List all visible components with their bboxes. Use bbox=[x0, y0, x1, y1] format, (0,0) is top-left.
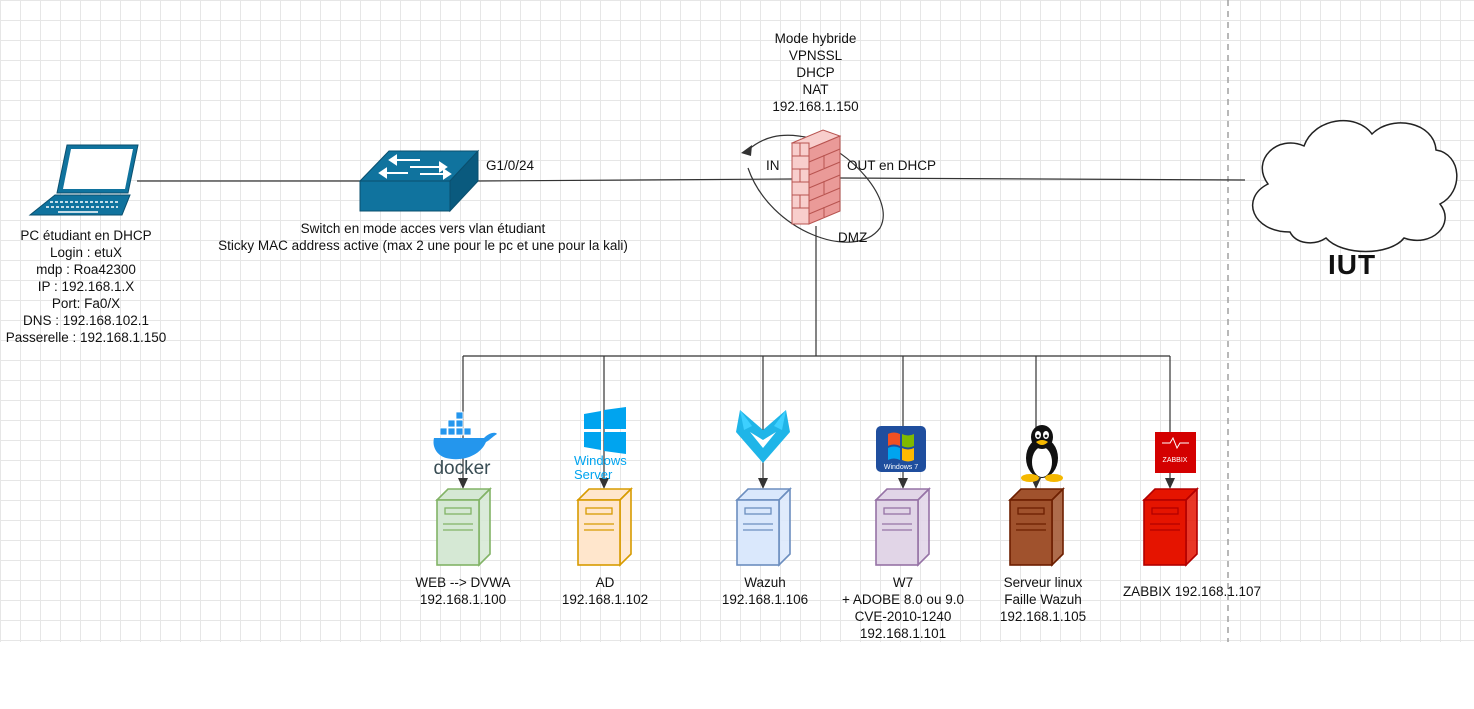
docker-logo-text: docker bbox=[433, 458, 491, 479]
firewall-mode: Mode hybride bbox=[774, 31, 857, 46]
firewall-vpn: VPNSSL bbox=[788, 48, 843, 63]
switch-label: Switch en mode acces vers vlan étudiant … bbox=[190, 220, 656, 254]
pc-ip: IP : 192.168.1.X bbox=[37, 279, 135, 294]
switch-port-label: G1/0/24 bbox=[486, 158, 535, 173]
firewall-label: Mode hybride VPNSSL DHCP NAT 192.168.1.1… bbox=[748, 30, 883, 115]
switch-sticky: Sticky MAC address active (max 2 une pou… bbox=[218, 238, 628, 253]
pc-port: Port: Fa0/X bbox=[51, 296, 121, 311]
firewall-icon bbox=[790, 129, 842, 225]
server-ad-icon bbox=[576, 487, 633, 567]
server-linux-icon bbox=[1008, 487, 1065, 567]
dmz-drops bbox=[462, 356, 1171, 482]
server-w7-icon bbox=[874, 487, 931, 567]
link-switch-firewall bbox=[477, 178, 793, 182]
server-zabbix-icon bbox=[1142, 487, 1199, 567]
server-ad-label: AD 192.168.1.102 bbox=[540, 574, 670, 608]
server-web-icon bbox=[435, 487, 492, 567]
link-firewall-iut bbox=[839, 177, 1246, 181]
windows-server-text-1: Windows bbox=[574, 453, 627, 468]
firewall-dhcp: DHCP bbox=[796, 65, 835, 80]
server-wazuh-icon bbox=[735, 487, 792, 567]
firewall-out-label: OUT en DHCP bbox=[847, 158, 937, 173]
switch-icon bbox=[358, 149, 480, 213]
windows7-logo-text: Windows 7 bbox=[884, 464, 918, 471]
laptop-icon bbox=[28, 144, 139, 216]
server-web-label: WEB --> DVWA 192.168.1.100 bbox=[393, 574, 533, 608]
server-w7-cve: CVE-2010-1240 bbox=[854, 609, 952, 624]
server-w7-label: W7 + ADOBE 8.0 ou 9.0 CVE-2010-1240 192.… bbox=[823, 574, 983, 642]
windows-server-logo: Windows Server bbox=[574, 407, 627, 482]
pc-gateway: Passerelle : 192.168.1.150 bbox=[5, 330, 167, 345]
firewall-ip: 192.168.1.150 bbox=[772, 99, 859, 114]
server-linux-name: Serveur linux bbox=[1003, 575, 1083, 590]
windows-server-text-2: Server bbox=[574, 467, 613, 482]
server-w7-name: W7 bbox=[892, 575, 914, 590]
switch-mode: Switch en mode acces vers vlan étudiant bbox=[300, 221, 546, 236]
servers-layer bbox=[435, 487, 1199, 567]
zabbix-logo-text: ZABBIX bbox=[1163, 457, 1188, 464]
cloud-iut-label: IUT bbox=[1327, 249, 1377, 280]
firewall-in-label: IN bbox=[766, 158, 780, 173]
firewall-dmz-label: DMZ bbox=[838, 230, 868, 245]
server-linux-vuln: Faille Wazuh bbox=[1004, 592, 1082, 607]
server-wazuh-name: Wazuh bbox=[744, 575, 786, 590]
server-zabbix-label: ZABBIX 192.168.1.107 bbox=[1112, 583, 1272, 600]
tux-logo bbox=[1021, 425, 1063, 482]
server-web-name: WEB --> DVWA bbox=[415, 575, 511, 590]
dmz-loop-arrowhead bbox=[741, 145, 752, 156]
wazuh-logo bbox=[736, 410, 790, 463]
server-wazuh-label: Wazuh 192.168.1.106 bbox=[700, 574, 830, 608]
server-linux-ip: 192.168.1.105 bbox=[999, 609, 1087, 624]
server-linux-label: Serveur linux Faille Wazuh 192.168.1.105 bbox=[983, 574, 1103, 625]
server-web-ip: 192.168.1.100 bbox=[419, 592, 507, 607]
server-zabbix-name: ZABBIX 192.168.1.107 bbox=[1122, 584, 1262, 599]
pc-password: mdp : Roa42300 bbox=[36, 262, 136, 277]
cloud-iut bbox=[1251, 119, 1458, 253]
server-w7-adobe: + ADOBE 8.0 ou 9.0 bbox=[842, 592, 964, 607]
pc-dns: DNS : 192.168.102.1 bbox=[22, 313, 150, 328]
firewall-nat: NAT bbox=[802, 82, 829, 97]
windows7-logo: Windows 7 bbox=[876, 426, 926, 472]
server-ad-name: AD bbox=[595, 575, 615, 590]
pc-title: PC étudiant en DHCP bbox=[20, 228, 152, 243]
dmz-loop-arrow bbox=[747, 134, 884, 243]
server-w7-ip: 192.168.1.101 bbox=[859, 626, 947, 641]
pc-label: PC étudiant en DHCP Login : etuX mdp : R… bbox=[0, 227, 172, 346]
zabbix-logo: ZABBIX bbox=[1155, 432, 1196, 473]
pc-login: Login : etuX bbox=[49, 245, 123, 260]
server-wazuh-ip: 192.168.1.106 bbox=[721, 592, 809, 607]
docker-logo: docker bbox=[433, 411, 497, 479]
dmz-arrowheads bbox=[458, 478, 1175, 489]
server-ad-ip: 192.168.1.102 bbox=[561, 592, 649, 607]
